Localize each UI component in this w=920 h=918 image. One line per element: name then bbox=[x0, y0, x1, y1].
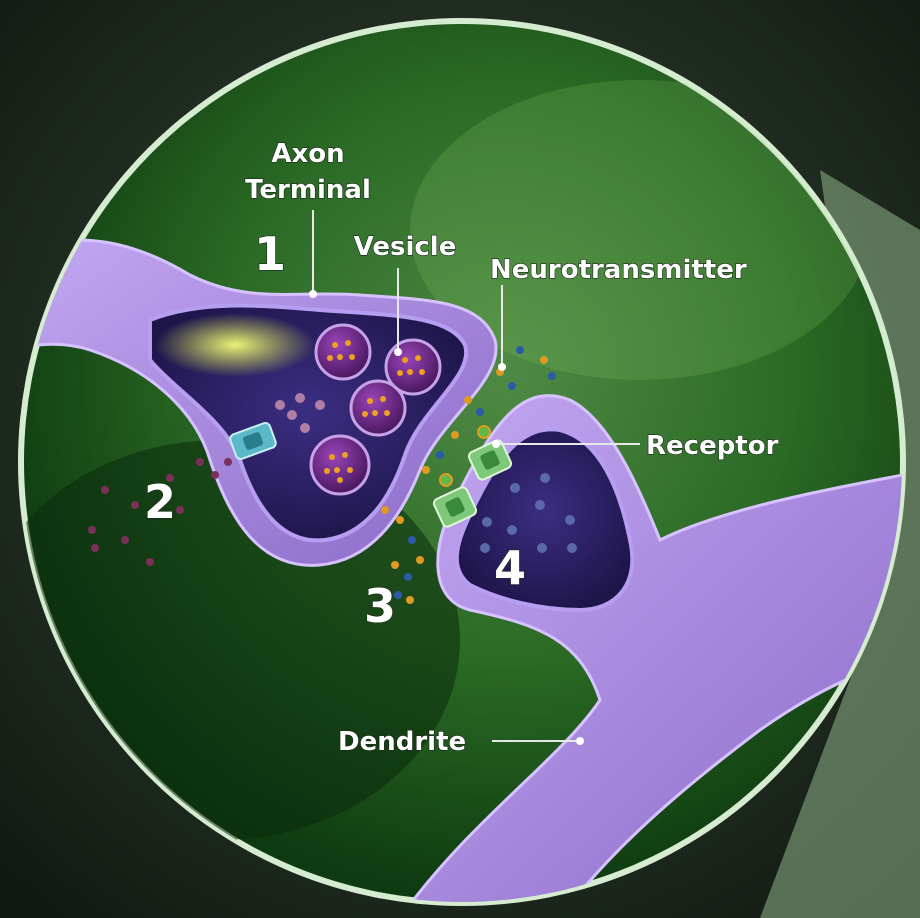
vesicle bbox=[316, 325, 370, 379]
label-receptor: Receptor bbox=[646, 431, 779, 461]
label-axon-terminal-line2: Terminal bbox=[245, 175, 371, 205]
step-1: 1 bbox=[254, 227, 286, 281]
vesicle bbox=[311, 436, 369, 494]
label-axon-terminal-line1: Axon bbox=[271, 139, 344, 169]
label-dendrite: Dendrite bbox=[338, 727, 466, 757]
step-4: 4 bbox=[494, 541, 526, 595]
label-neurotransmitter: Neurotransmitter bbox=[490, 255, 747, 285]
axon-glow bbox=[155, 313, 315, 377]
step-3: 3 bbox=[364, 579, 396, 633]
step-2: 2 bbox=[144, 475, 176, 529]
label-vesicle: Vesicle bbox=[354, 232, 457, 262]
vesicle bbox=[351, 381, 405, 435]
